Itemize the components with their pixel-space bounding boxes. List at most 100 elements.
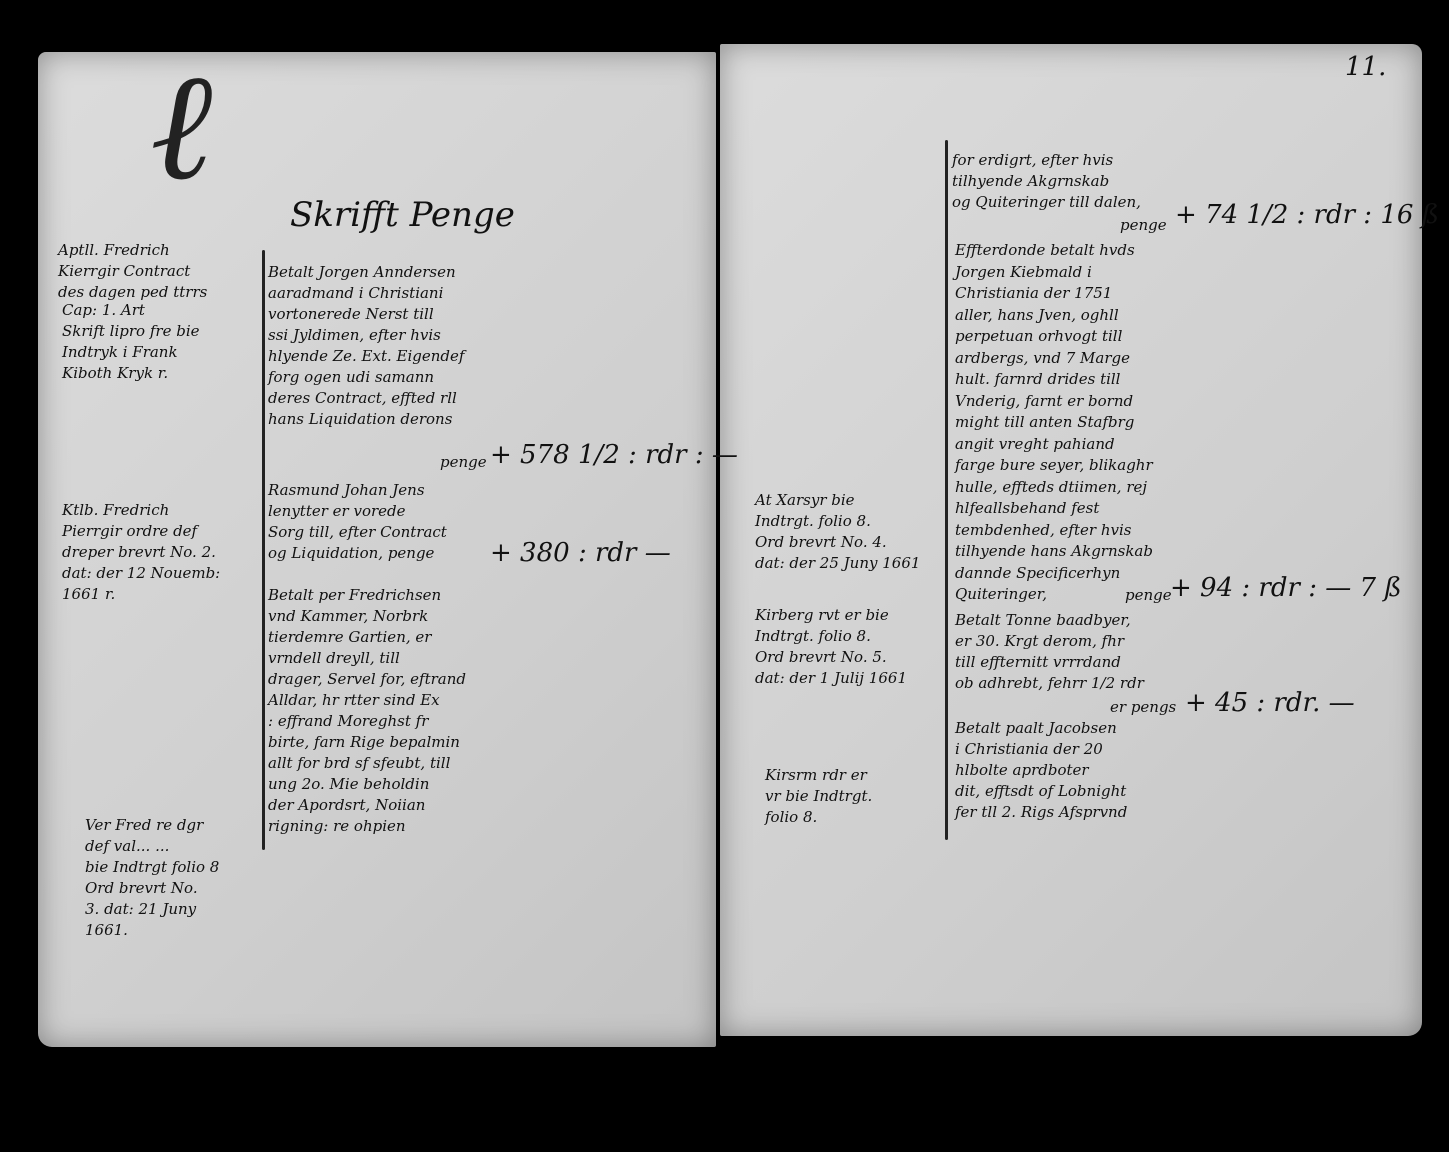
entry-line: angit vreght pahiand [955, 434, 1115, 453]
note-line: Indtrgt. folio 8. [755, 512, 871, 530]
amount: + 45 : rdr. — [1185, 688, 1355, 718]
entry-line: Vnderig, farnt er bornd [955, 391, 1134, 410]
note-line: dreper brevrt No. 2. [62, 543, 216, 561]
entry-line: aller, hans Jven, oghll [955, 305, 1119, 324]
entry-line: i Christiania der 20 [955, 740, 1103, 758]
entry-text: Betalt Tonne baadbyer, er 30. Krgt derom,… [955, 610, 1144, 694]
entry-line: till effternitt vrrrdand [955, 653, 1121, 671]
entry-line: og Quiteringer till dalen, [952, 193, 1141, 211]
amount-label: penge [1120, 216, 1167, 234]
entry-line: fer tll 2. Rigs Afsprvnd [955, 803, 1128, 821]
page-number: 11. [1345, 52, 1387, 82]
note-line: Ord brevrt No. [85, 879, 198, 897]
note-line: 1661. [85, 921, 128, 939]
note-line: 3. dat: 21 Juny [85, 900, 197, 918]
amount: + 94 : rdr : — 7 ß [1170, 573, 1402, 603]
margin-note: Ver Fred re dgr def val... ... bie Indtrgt… [85, 815, 219, 941]
note-line: vr bie Indtrgt. [765, 787, 873, 805]
entry-line: hlbolte aprdboter [955, 761, 1089, 779]
note-line: Pierrgir ordre def [62, 522, 198, 540]
entry-line: dannde Specificerhyn [955, 563, 1121, 582]
note-line: Ktlb. Fredrich [62, 501, 170, 519]
entry-line: birte, farn Rige bepalmin [268, 733, 460, 751]
page-heading: Skrifft Penge [290, 195, 515, 235]
entry-line: hans Liquidation derons [268, 410, 453, 428]
bracket-line [945, 140, 948, 840]
amount-label: penge [440, 453, 487, 471]
entry-line: ung 2o. Mie beholdin [268, 775, 430, 793]
note-line: Aptll. Fredrich [58, 241, 170, 259]
amount: + 380 : rdr — [490, 538, 671, 568]
note-line: bie Indtrgt folio 8 [85, 858, 220, 876]
note-line: Kierrgir Contract [58, 262, 191, 280]
entry-line: Sorg till, efter Contract [268, 523, 447, 541]
note-line: Ord brevrt No. 5. [755, 648, 887, 666]
entry-text: for erdigrt, efter hvis tilhyende Akgrnsk… [952, 150, 1141, 213]
entry-line: aaradmand i Christiani [268, 284, 444, 302]
entry-line: og Liquidation, penge [268, 544, 435, 562]
entry-line: vortonerede Nerst till [268, 305, 434, 323]
entry-line: der Apordsrt, Noiian [268, 796, 426, 814]
note-line: def val... ... [85, 837, 170, 855]
entry-line: forg ogen udi samann [268, 368, 435, 386]
entry-line: Betalt Tonne baadbyer, [955, 611, 1131, 629]
entry-line: ob adhrebt, fehrr 1/2 rdr [955, 674, 1144, 692]
entry-line: tembdenhed, efter hvis [955, 520, 1132, 539]
entry-line: allt for brd sf sfeubt, till [268, 754, 451, 772]
entry-line: drager, Servel for, eftrand [268, 670, 466, 688]
note-line: folio 8. [765, 808, 818, 826]
entry-line: Quiteringer, [955, 585, 1048, 603]
entry-line: tierdemre Gartien, er [268, 628, 432, 646]
note-line: 1661 r. [62, 585, 116, 603]
note-line: Indtrgt. folio 8. [755, 627, 871, 645]
note-line: Indtryk i Frank [62, 343, 178, 361]
note-line: At Xarsyr bie [755, 491, 855, 509]
entry-line: perpetuan orhvogt till [955, 327, 1123, 345]
entry-text: Betalt Jorgen Anndersen aaradmand i Chris… [268, 262, 464, 430]
entry-line: er 30. Krgt derom, fhr [955, 632, 1125, 650]
entry-line: : effrand Moreghst fr [268, 712, 429, 730]
bracket-line [262, 250, 265, 850]
entry-line: Effterdonde betalt hvds [955, 241, 1135, 259]
note-line: dat: der 12 Nouemb: [62, 564, 221, 582]
entry-line: tilhyende hans Akgrnskab [955, 542, 1153, 560]
entry-line: hlyende Ze. Ext. Eigendef [268, 347, 465, 365]
entry-line: Alldar, hr rtter sind Ex [268, 691, 440, 709]
entry-line: Christiania der 1751 [955, 284, 1113, 302]
entry-line: for erdigrt, efter hvis [952, 151, 1114, 169]
entry-line: hult. farnrd drides till [955, 370, 1121, 388]
entry-line: Betalt Jorgen Anndersen [268, 263, 456, 281]
amount: + 578 1/2 : rdr : — [490, 440, 738, 470]
note-line: Kirberg rvt er bie [755, 606, 889, 624]
entry-line: hulle, effteds dtiimen, rej [955, 477, 1148, 496]
amount-label: penge [1125, 586, 1172, 604]
amount: + 74 1/2 : rdr : 16 ß [1175, 200, 1440, 230]
decorative-flourish: ℓ [150, 40, 213, 214]
note-line: Skrift lipro fre bie [62, 322, 200, 340]
note-line: dat: der 1 Julij 1661 [755, 669, 907, 687]
note-line: des dagen ped ttrrs [58, 283, 208, 301]
note-line: Kiboth Kryk r. [62, 364, 169, 382]
entry-line: ardbergs, vnd 7 Marge [955, 348, 1130, 367]
entry-line: tilhyende Akgrnskab [952, 172, 1110, 190]
entry-line: ssi Jyldimen, efter hvis [268, 326, 441, 344]
right-page [720, 44, 1422, 1036]
entry-line: vnd Kammer, Norbrk [268, 607, 429, 625]
entry-line: Betalt per Fredrichsen [268, 586, 442, 604]
entry-line: rigning: re ohpien [268, 817, 406, 835]
entry-line: Rasmund Johan Jens [268, 481, 425, 499]
note-line: dat: der 25 Juny 1661 [755, 554, 921, 572]
entry-line: hlfeallsbehand fest [955, 499, 1100, 517]
left-page [38, 52, 716, 1047]
note-line: Ver Fred re dgr [85, 816, 204, 834]
note-line: Ord brevrt No. 4. [755, 533, 887, 551]
